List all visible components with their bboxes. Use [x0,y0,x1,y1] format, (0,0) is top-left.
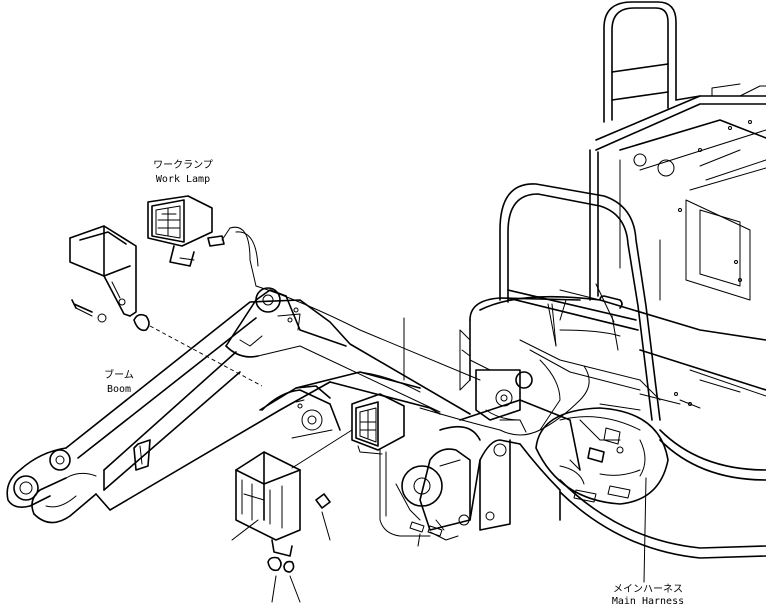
boom-label-jp: ブーム [104,370,134,381]
work-lamp-lower [351,393,405,455]
main-harness-label-en: Main Harness [611,596,685,607]
lamp-guard-lower [235,451,331,573]
leader-lines [231,283,647,603]
cab-frame [589,1,766,301]
boom-label-en: Boom [106,384,132,395]
lamp-guard-top [69,225,263,387]
main-harness [535,407,669,505]
main-harness-label-jp: メインハーネス [613,584,683,595]
work-lamp-label-jp: ワークランプ [153,160,213,171]
swing-bracket [401,329,581,531]
work-lamp-label-en: Work Lamp [155,174,211,185]
work-lamp-top [147,195,231,267]
boom [6,287,471,524]
wire-harness [229,226,590,541]
guard-rail [499,183,661,421]
